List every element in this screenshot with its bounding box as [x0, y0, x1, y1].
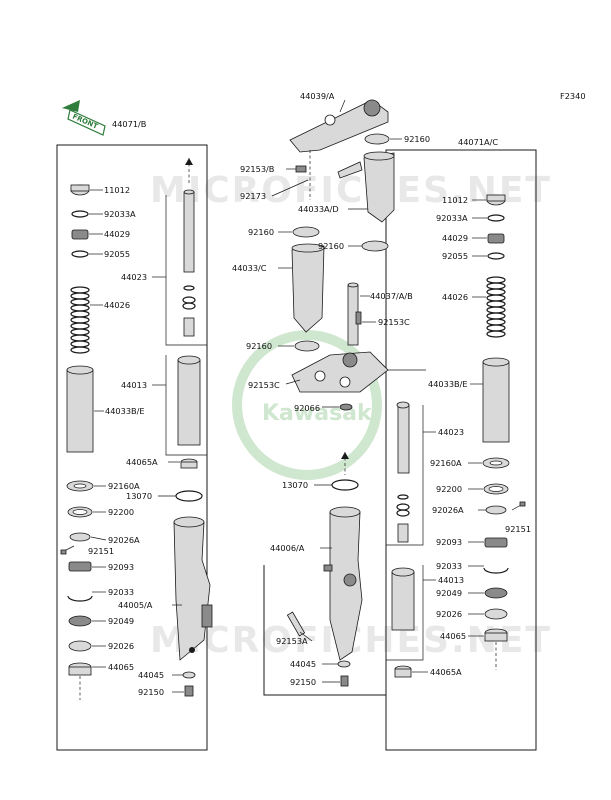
label-92173: 92173	[240, 191, 266, 201]
label-92151-left: 92151	[88, 546, 114, 556]
left-fork-parts	[60, 158, 213, 700]
label-92160-mid2: 92160	[318, 241, 344, 251]
label-44013-right: 44013	[438, 575, 464, 585]
label-44033BE-left: 44033B/E	[105, 406, 145, 416]
label-44045-left: 44045	[138, 670, 164, 680]
label-44071B: 44071/B	[112, 119, 147, 129]
label-92093-left: 92093	[108, 562, 134, 572]
figure-code: F2340	[560, 91, 586, 101]
label-92150-left: 92150	[138, 687, 164, 697]
label-92153C-2: 92153C	[248, 380, 280, 390]
label-44013-left: 44013	[121, 380, 147, 390]
label-92160-mid3: 92160	[246, 341, 272, 351]
label-44005A: 44005/A	[118, 600, 153, 610]
label-92066: 92066	[294, 403, 320, 413]
right-leaders	[386, 199, 487, 673]
label-44065A-right: 44065A	[430, 667, 462, 677]
label-92153C-1: 92153C	[378, 317, 410, 327]
label-44039A: 44039/A	[300, 91, 335, 101]
label-92160-top: 92160	[404, 134, 430, 144]
label-44023-left: 44023	[121, 272, 147, 282]
label-44071AC: 44071A/C	[458, 137, 498, 147]
label-44023-right: 44023	[438, 427, 464, 437]
label-11012-left: 11012	[104, 185, 130, 195]
label-92026-left: 92026	[108, 641, 134, 651]
label-44029-left: 44029	[104, 229, 130, 239]
center-parts	[286, 99, 395, 687]
label-92093-right: 92093	[436, 537, 462, 547]
label-92055-right: 92055	[442, 251, 468, 261]
label-92151-right: 92151	[505, 524, 531, 534]
label-92033-right: 92033	[436, 561, 462, 571]
label-92033A-right: 92033A	[436, 213, 468, 223]
label-92150-center: 92150	[290, 677, 316, 687]
label-92055-left: 92055	[104, 249, 130, 259]
center-frame	[263, 565, 386, 696]
label-92200-right: 92200	[436, 484, 462, 494]
label-92153B: 92153/B	[240, 164, 275, 174]
label-92200-left: 92200	[108, 507, 134, 517]
label-44029-right: 44029	[442, 233, 468, 243]
label-44065-right: 44065	[440, 631, 466, 641]
svg-text:Kawasaki: Kawasaki	[262, 401, 379, 426]
label-92049-left: 92049	[108, 616, 134, 626]
left-leaders	[89, 189, 207, 693]
label-44033AD: 44033A/D	[298, 204, 339, 214]
label-13070-left: 13070	[126, 491, 152, 501]
label-92033-left: 92033	[108, 587, 134, 597]
right-fork-frame	[385, 149, 537, 751]
center-leaders	[271, 99, 402, 683]
label-92026A-right: 92026A	[432, 505, 464, 515]
label-92153A: 92153A	[276, 636, 308, 646]
watermark-top: MICROFICHES.NET	[150, 170, 552, 211]
label-44065-left: 44065	[108, 662, 134, 672]
label-44045-center: 44045	[290, 659, 316, 669]
label-92049-right: 92049	[436, 588, 462, 598]
label-92026A-left: 92026A	[108, 535, 140, 545]
kawasaki-logo: Kawasaki	[232, 330, 382, 480]
label-44033BE-right: 44033B/E	[428, 379, 468, 389]
label-92026-right: 92026	[436, 609, 462, 619]
label-44006A: 44006/A	[270, 543, 305, 553]
svg-text:FRONT: FRONT	[71, 113, 99, 131]
label-92033A-left: 92033A	[104, 209, 136, 219]
label-92160-mid1: 92160	[248, 227, 274, 237]
label-44026-left: 44026	[104, 300, 130, 310]
label-44065A-left: 44065A	[126, 457, 158, 467]
label-11012-right: 11012	[442, 195, 468, 205]
label-44026-right: 44026	[442, 292, 468, 302]
part-labels: 44071/B 44071A/C 44039/A 92160 92153/B 9…	[88, 91, 531, 697]
label-44037AB: 44037/A/B	[370, 291, 413, 301]
label-92160A-left: 92160A	[108, 481, 140, 491]
front-marker-icon: FRONT	[62, 100, 106, 136]
label-44033C: 44033/C	[232, 263, 267, 273]
left-fork-frame	[56, 144, 208, 751]
right-fork-parts	[391, 194, 526, 678]
label-13070-center: 13070	[282, 480, 308, 490]
label-92160A-right: 92160A	[430, 458, 462, 468]
